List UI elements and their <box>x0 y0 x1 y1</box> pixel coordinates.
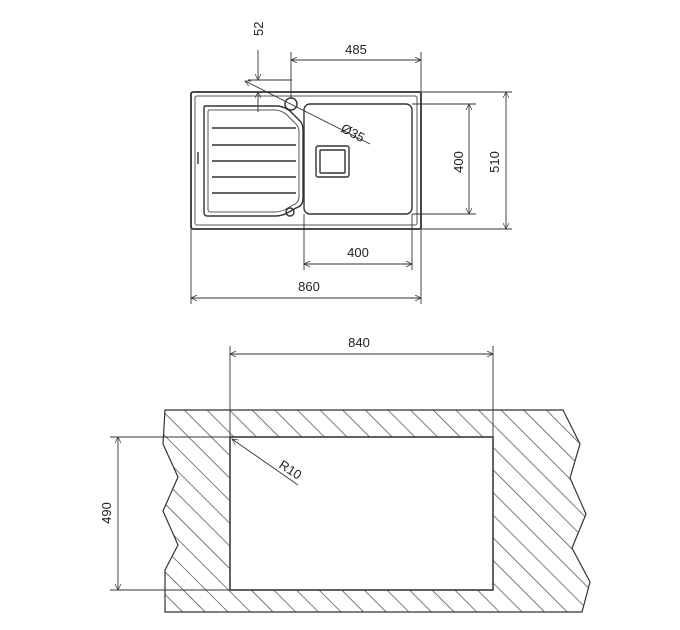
dim-840-label: 840 <box>348 335 370 350</box>
countertop-hatched-area <box>162 409 591 613</box>
sink-outer-outline <box>190 91 422 230</box>
dim-400-horizontal-label: 400 <box>347 245 369 260</box>
drainboard-inner-outline <box>207 109 300 213</box>
dim-52-label: 52 <box>251 22 266 36</box>
cutout-view: 840 490 R10 <box>99 335 591 613</box>
bowl-outline <box>303 103 413 215</box>
tap-hole-leader <box>245 80 371 145</box>
sink-top-view: Ø35 52 485 400 510 400 860 <box>190 22 512 304</box>
dim-r10-label: R10 <box>276 457 304 483</box>
dim-860-label: 860 <box>298 279 320 294</box>
overflow-hole <box>285 207 295 217</box>
dim-510-label: 510 <box>487 151 502 173</box>
dim-490-label: 490 <box>99 502 114 524</box>
drainboard-grooves <box>212 127 296 194</box>
dim-diameter-35-label: Ø35 <box>339 120 368 145</box>
cutout-opening <box>229 436 494 591</box>
dim-r10-leader <box>232 439 299 486</box>
drainboard-outline <box>203 105 304 217</box>
waste-outlet-inner <box>319 149 346 174</box>
waste-outlet-outer <box>315 145 350 178</box>
sink-inner-outline <box>194 95 418 226</box>
dim-400-vertical-label: 400 <box>451 151 466 173</box>
dim-485-label: 485 <box>345 42 367 57</box>
